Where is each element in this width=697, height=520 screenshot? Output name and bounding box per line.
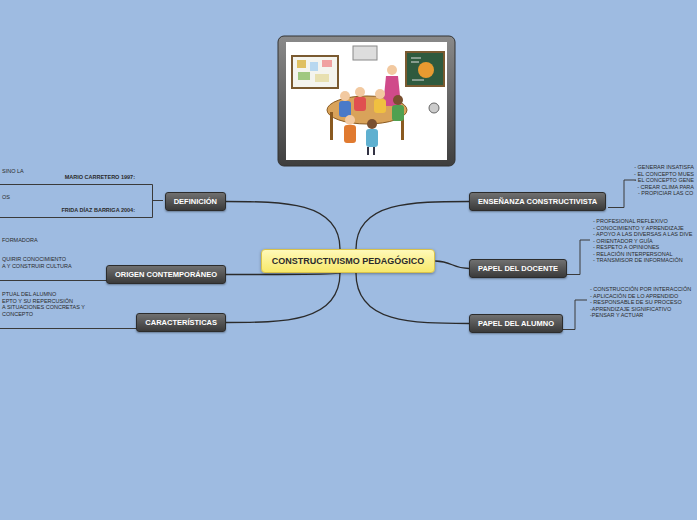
- node-text: ORIGEN CONTEMPORÁNEO: [115, 270, 217, 279]
- note-text: - RESPETO A OPINIONES: [593, 245, 659, 251]
- note-text: - GENERAR INSATISFA: [634, 165, 694, 171]
- branch-connector: [356, 202, 469, 250]
- node-text: PAPEL DEL ALUMNO: [478, 319, 554, 328]
- note-text: - PROPICIAR LAS CO: [638, 191, 693, 197]
- node-text: ENSEÑANZA CONSTRUCTIVISTA: [478, 197, 597, 206]
- branch-box: DEFINICIÓN: [165, 192, 226, 211]
- node-text: CARACTERÍSTICAS: [145, 318, 217, 327]
- note-text: - ORIENTADOR Y GUÍA: [593, 239, 653, 245]
- note-text: - CREAR CLIMA PARA: [637, 185, 694, 191]
- picture-frame: [278, 36, 455, 166]
- branch-connector: [356, 273, 469, 324]
- leader-lines: [0, 180, 636, 330]
- note-text: - RELACIÓN INTERPERSONAL: [593, 252, 672, 258]
- note-text: -PENSAR Y ACTUAR: [590, 313, 643, 319]
- node-text: CONSTRUCTIVISMO PEDAGÓGICO: [272, 256, 425, 266]
- note-text: CONCEPTO: [2, 312, 33, 318]
- node-text: DEFINICIÓN: [174, 197, 217, 206]
- branch-box: CARACTERÍSTICAS: [136, 313, 226, 332]
- branch-connector: [226, 273, 340, 275]
- note-text: - CONOCIMIENTO Y APRENDIZAJE: [593, 226, 684, 232]
- note-text: OS: [2, 195, 10, 201]
- note-text: - EL CONCEPTO MUES: [634, 172, 694, 178]
- note-text: - EL CONCEPTO GENE: [634, 178, 694, 184]
- branch-box: PAPEL DEL ALUMNO: [469, 314, 563, 333]
- branch-connector: [226, 273, 340, 323]
- note-text: - PROFESIONAL REFLEXIVO: [593, 219, 668, 225]
- central-topic: CONSTRUCTIVISMO PEDAGÓGICO: [261, 249, 436, 273]
- author-label: MARIO CARRETERO 1997:: [65, 175, 135, 181]
- note-text: -APRENDIZAJE SIGNIFICATIVO: [590, 307, 671, 313]
- classroom-illustration: [292, 46, 444, 155]
- branch-box: PAPEL DEL DOCENTE: [469, 259, 567, 278]
- branch-connector: [226, 202, 340, 250]
- note-text: QUIRIR CONOCIMIENTO: [2, 257, 66, 263]
- node-text: PAPEL DEL DOCENTE: [478, 264, 558, 273]
- note-text: - TRANSMISOR DE INFORMACIÓN: [593, 258, 683, 264]
- branch-box: ORIGEN CONTEMPORÁNEO: [106, 265, 226, 284]
- note-text: - CONSTRUCCIÓN POR INTERACCIÓN: [590, 287, 691, 293]
- branch-connector: [435, 261, 469, 269]
- note-text: - APOYO A LAS DIVERSAS A LAS DIVE: [593, 232, 692, 238]
- note-text: FORMADORA: [2, 238, 38, 244]
- branch-box: ENSEÑANZA CONSTRUCTIVISTA: [469, 192, 606, 211]
- note-text: A SITUACIONES CONCRETAS Y: [2, 305, 85, 311]
- note-text: - APLICACIÓN DE LO APRENDIDO: [590, 294, 678, 300]
- note-text: PTUAL DEL ALUMNO: [2, 292, 56, 298]
- note-text: A Y CONSTRUIR CULTURA: [2, 264, 72, 270]
- note-text: EPTO Y SU REPERCUSIÓN: [2, 299, 73, 305]
- note-text: - RESPONSABLE DE SU PROCESO: [590, 300, 682, 306]
- author-label: FRIDA DÍAZ BARRIGA 2004:: [61, 208, 135, 214]
- note-text: SINO LA: [2, 169, 24, 175]
